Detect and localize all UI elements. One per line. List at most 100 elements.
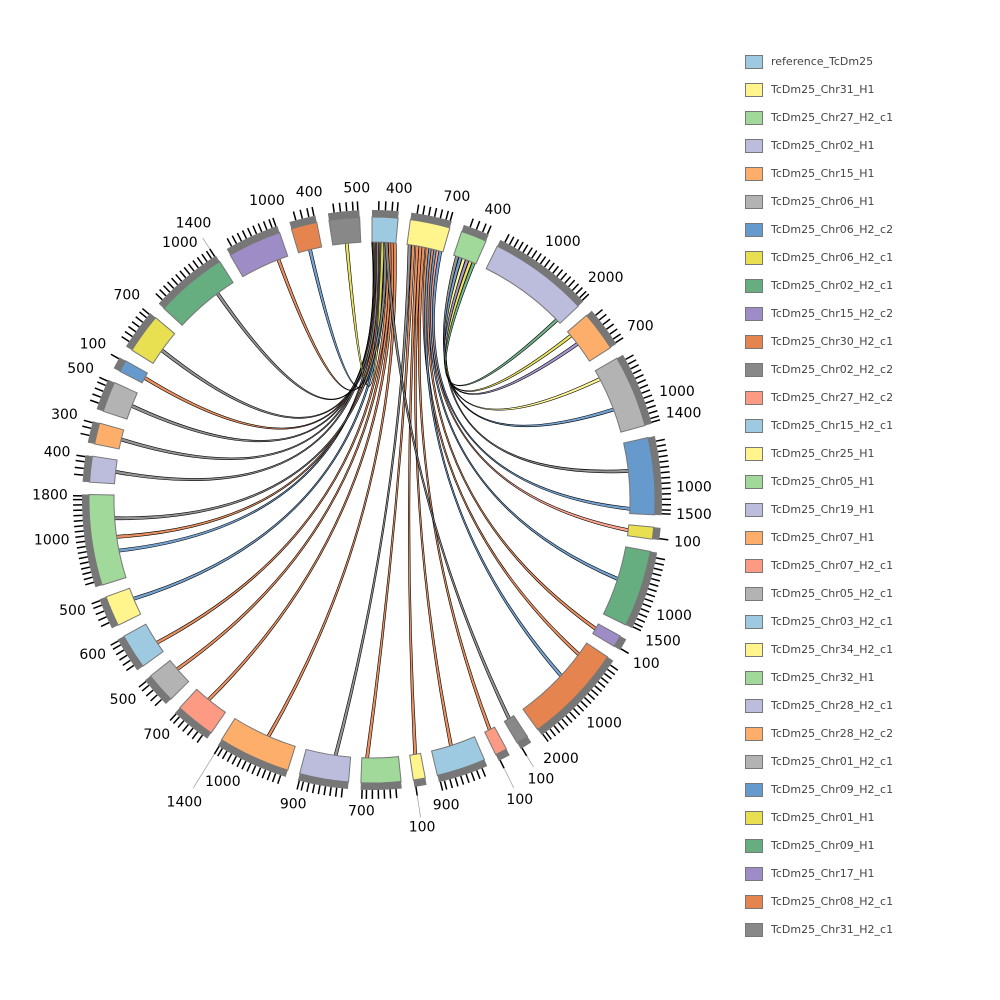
sector-TcDm25_Chr30_H2_c1 <box>522 642 619 742</box>
tick-mark <box>169 713 177 722</box>
tick-mark <box>150 694 158 702</box>
tick-mark <box>627 359 637 365</box>
tick-mark <box>154 698 163 707</box>
sector-axis-band <box>461 224 489 241</box>
tick-mark <box>75 535 85 539</box>
tick-mark <box>660 465 670 469</box>
tick-mark <box>580 700 588 708</box>
sector-block <box>484 726 508 756</box>
tick-mark <box>74 530 84 533</box>
tick-mark <box>539 256 547 265</box>
sector-TcDm25_Chr01_H1 <box>121 307 176 365</box>
sector-TcDm25_Chr07_H2_c1 <box>169 688 227 743</box>
tick-mark <box>454 777 459 787</box>
tick-mark <box>83 419 93 424</box>
tick-mark <box>531 250 538 259</box>
tick-mark <box>654 562 665 566</box>
tick-label: 1400 <box>176 216 212 232</box>
tick-mark <box>79 561 89 565</box>
tick-mark <box>646 404 656 410</box>
sector-block <box>229 231 289 278</box>
link-ribbon <box>206 242 395 702</box>
tick-mark <box>481 768 487 777</box>
sector-TcDm25_Chr27_H2_c1 <box>453 218 492 265</box>
tick-mark <box>416 204 420 214</box>
tick-mark <box>74 525 84 528</box>
link-ribbon <box>160 241 379 419</box>
tick-mark <box>647 588 657 593</box>
sector-block <box>503 714 529 744</box>
tick-mark <box>517 241 524 251</box>
tick-mark <box>334 787 338 797</box>
tick-mark <box>625 354 634 361</box>
legend-swatch <box>745 475 763 489</box>
tick-mark <box>205 250 213 259</box>
tick-mark <box>261 769 267 779</box>
sector-block <box>485 245 579 325</box>
sector-axis-band <box>87 421 100 445</box>
sector-block <box>328 216 362 246</box>
tick-mark <box>74 473 84 476</box>
tick-mark <box>122 659 131 666</box>
sector-block <box>94 422 125 450</box>
legend-item: TcDm25_Chr25_H1 <box>745 440 995 468</box>
legend-swatch <box>745 811 763 825</box>
tick-mark <box>513 238 520 248</box>
legend-swatch <box>745 83 763 97</box>
tick-mark <box>338 202 342 212</box>
tick-mark <box>634 374 644 380</box>
sector-name-label: TcDm25_Chr27_H2_c1 <box>771 111 894 124</box>
tick-mark <box>311 784 316 794</box>
sector-reference_TcDm25 <box>371 201 399 244</box>
legend-item: TcDm25_Chr05_H2_c1 <box>745 580 995 608</box>
sector-TcDm25_Chr02_H2_c1 <box>602 546 666 632</box>
tick-mark <box>241 760 247 770</box>
sector-name-label: TcDm25_Chr05_H1 <box>771 475 875 488</box>
legend-item: TcDm25_Chr09_H1 <box>745 832 995 860</box>
legend-swatch <box>745 531 763 545</box>
tick-mark <box>246 763 252 772</box>
legend-swatch <box>745 251 763 265</box>
legend-item: TcDm25_Chr07_H1 <box>745 524 995 552</box>
tick-mark <box>241 230 248 239</box>
tick-mark <box>97 381 106 387</box>
sector-TcDm25_Chr02_H2_c2 <box>503 714 532 757</box>
sector-name-label: TcDm25_Chr07_H1 <box>771 531 875 544</box>
sector-name-label: TcDm25_Chr25_H1 <box>771 447 875 460</box>
tick-mark <box>659 460 669 463</box>
legend-item: TcDm25_Chr03_H2_c1 <box>745 608 995 636</box>
sector-axis-band <box>652 527 661 541</box>
sector-block <box>409 752 426 781</box>
sector-name-label: TcDm25_Chr19_H1 <box>771 503 875 516</box>
tick-mark <box>659 537 669 541</box>
tick-mark <box>638 612 648 618</box>
tick-mark <box>300 781 305 791</box>
tick-mark <box>439 209 444 219</box>
sector-name-label: TcDm25_Chr32_H1 <box>771 671 875 684</box>
sector-TcDm25_Chr27_H2_c2 <box>484 726 510 769</box>
legend-item: TcDm25_Chr32_H1 <box>745 664 995 692</box>
tick-mark <box>196 256 204 266</box>
tick-mark <box>257 223 263 233</box>
tick-label: 100 <box>80 336 107 352</box>
tick-label: 500 <box>59 603 86 619</box>
legend-swatch <box>745 867 763 881</box>
legend-swatch <box>745 223 763 237</box>
tick-mark <box>85 581 95 586</box>
legend-item: TcDm25_Chr31_H1 <box>745 76 995 104</box>
legend-item: TcDm25_Chr06_H2_c1 <box>745 244 995 272</box>
tick-label: 1000 <box>586 716 622 732</box>
legend-swatch <box>745 503 763 517</box>
tick-mark <box>603 672 613 680</box>
sector-TcDm25_Chr32_H1 <box>72 494 127 588</box>
sector-TcDm25_Chr05_H2_c1 <box>138 659 190 707</box>
legend-swatch <box>745 139 763 153</box>
tick-label: 700 <box>444 189 471 205</box>
tick-mark <box>251 765 257 775</box>
tick-mark <box>571 283 580 291</box>
tick-mark <box>75 459 85 463</box>
sector-name-label: TcDm25_Chr06_H1 <box>771 195 875 208</box>
tick-mark <box>504 233 510 243</box>
tick-mark <box>569 711 577 720</box>
